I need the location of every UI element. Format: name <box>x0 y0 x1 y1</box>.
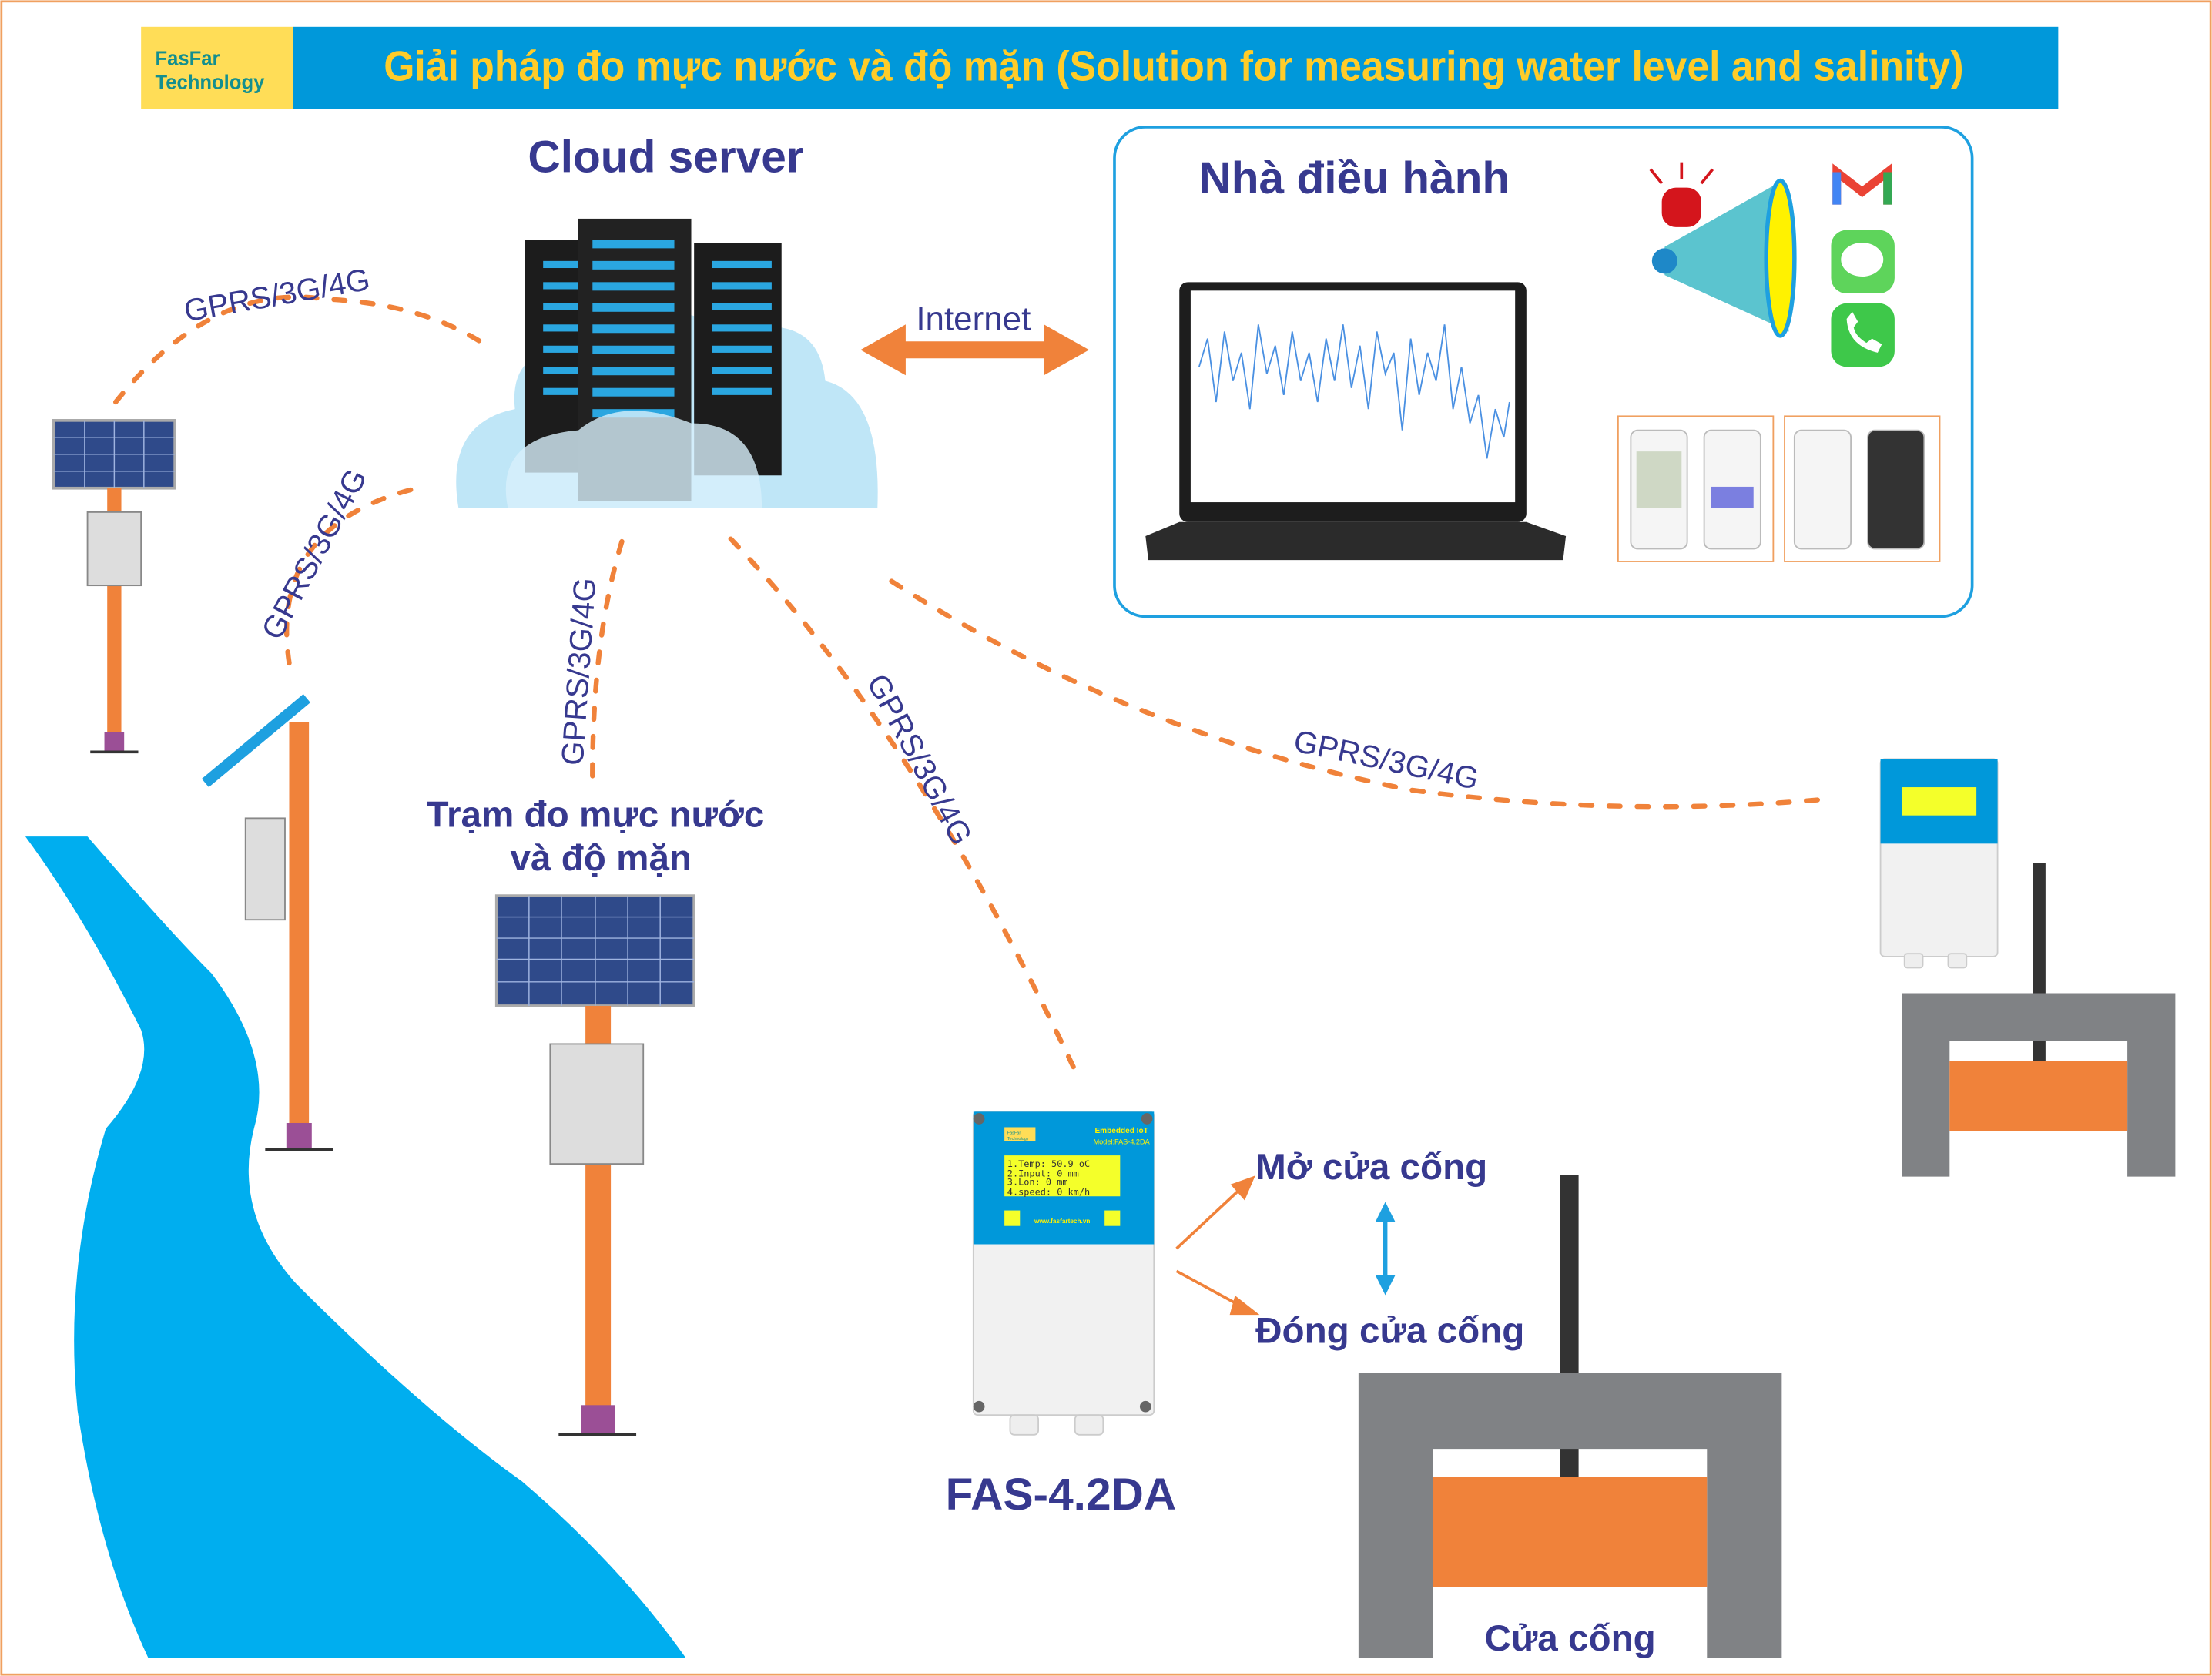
station-small-1 <box>52 419 176 754</box>
message-icon <box>1831 230 1895 293</box>
alarm-light-icon <box>1649 162 1714 227</box>
operator-panel: Nhà điều hành <box>1113 126 1974 618</box>
qr-code-icon <box>1104 1210 1121 1226</box>
header: FasFar Technology Giải pháp đo mực nước … <box>141 26 2059 109</box>
fas-device: FasFar Technology Embedded IoT Model:FAS… <box>972 1111 1155 1436</box>
open-gate-label: Mở cửa cống <box>1255 1147 1487 1188</box>
gate-small <box>1902 863 2176 1177</box>
logo-line2: Technology <box>155 72 265 93</box>
logo-line1: FasFar <box>155 48 220 69</box>
device-header-1: Embedded IoT <box>1094 1127 1148 1135</box>
lcd-line-4: 4.speed: 0 km/h <box>1007 1186 1090 1197</box>
device-model: FAS-4.2DA <box>946 1470 1177 1520</box>
device-website: www.fasfartech.vn <box>1034 1218 1090 1225</box>
logo-box <box>141 26 293 109</box>
internet-label: Internet <box>916 300 1031 338</box>
laptop-icon <box>1145 282 1567 561</box>
station-title-line2: và độ mặn <box>511 838 692 879</box>
page-title: Giải pháp đo mực nước và độ mặn (Solutio… <box>384 42 1963 89</box>
wireless-links <box>112 294 1837 1082</box>
operator-title: Nhà điều hành <box>1198 153 1510 203</box>
gmail-icon <box>1832 163 1892 205</box>
megaphone-icon <box>1651 178 1797 338</box>
control-arrows <box>1175 1175 1260 1316</box>
lcd-line-2: 2.Input: 0 mm <box>1007 1168 1079 1179</box>
gate-label: Cửa cống <box>1484 1618 1655 1659</box>
phone-icon <box>1831 303 1895 367</box>
title-bar <box>293 26 2059 109</box>
right-device <box>1879 758 1999 969</box>
internet-arrow <box>860 324 1090 376</box>
river <box>25 836 686 1658</box>
station-title-line1: Trạm đo mực nước <box>427 794 765 835</box>
device-brand-2: Technology <box>1007 1137 1029 1141</box>
lcd-line-1: 1.Temp: 50.9 oC <box>1007 1158 1090 1169</box>
close-gate-label: Đóng cửa cống <box>1255 1311 1524 1352</box>
qr-code-icon <box>1004 1210 1021 1226</box>
cloud-title: Cloud server <box>528 132 803 182</box>
open-close-arrow <box>1375 1202 1396 1296</box>
phone-screenshots <box>1617 415 1941 562</box>
station-small-2 <box>201 694 333 1151</box>
device-brand-1: FasFar <box>1007 1131 1021 1136</box>
gate-large <box>1358 1175 1782 1658</box>
station-main <box>494 894 695 1436</box>
lcd-line-3: 3.Lon: 0 mm <box>1007 1177 1068 1188</box>
device-header-2: Model:FAS-4.2DA <box>1094 1138 1151 1145</box>
cloud-server-icon <box>456 218 878 508</box>
